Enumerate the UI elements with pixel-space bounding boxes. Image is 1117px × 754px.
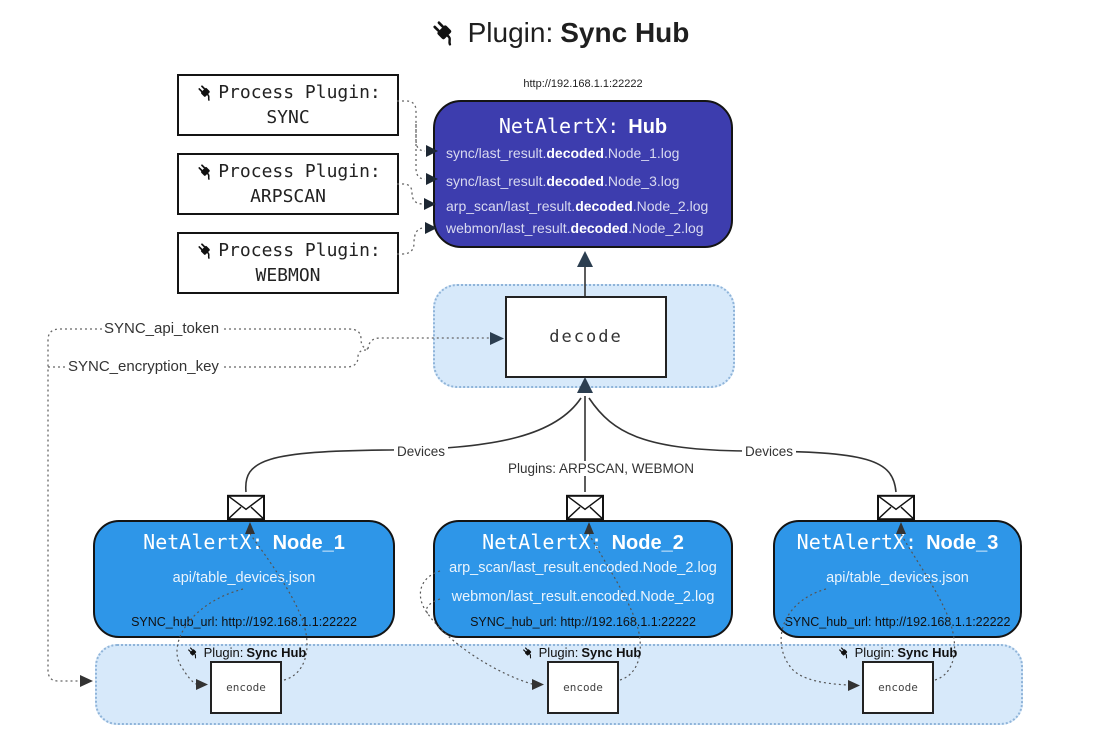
node-title: NetAlertX:Node_3: [796, 530, 999, 554]
hub-log-line: webmon/last_result.decoded.Node_2.log: [446, 220, 704, 236]
hub-title-name: Hub: [628, 116, 668, 138]
node-file: webmon/last_result.encoded.Node_2.log: [451, 589, 715, 605]
encode-step-box: encode: [210, 661, 282, 714]
process-plugin-label: Process Plugin:: [218, 239, 381, 261]
node-file: api/table_devices.json: [826, 570, 969, 586]
envelope-icon: [877, 494, 915, 521]
encode-plugin-label: Plugin:Sync Hub: [186, 645, 306, 660]
node-box-node-3: NetAlertX:Node_3 api/table_devices.json …: [773, 520, 1022, 638]
node-hub-url-label: SYNC_hub_url: http://192.168.1.1:22222: [131, 615, 357, 629]
envelope-icon: [227, 494, 265, 521]
hub-log-line: sync/last_result.decoded.Node_1.log: [446, 145, 680, 161]
encode-plugin-label: Plugin:Sync Hub: [837, 645, 957, 660]
node-title: NetAlertX:Node_1: [143, 530, 345, 554]
sync-encryption-key-label: SYNC_encryption_key: [66, 358, 221, 375]
plug-icon: [428, 16, 461, 49]
plug-icon: [521, 645, 536, 660]
process-plugin-name: WEBMON: [255, 265, 321, 286]
encode-step-box: encode: [547, 661, 619, 714]
plug-icon: [186, 645, 201, 660]
node-hub-url-label: SYNC_hub_url: http://192.168.1.1:22222: [784, 615, 1011, 629]
process-plugin-label: Process Plugin:: [218, 160, 381, 182]
process-plugin-name: ARPSCAN: [250, 186, 326, 207]
process-plugin-label: Process Plugin:: [218, 81, 381, 103]
node-box-node-2: NetAlertX:Node_2 arp_scan/last_result.en…: [433, 520, 733, 638]
decode-step-box: decode: [505, 296, 667, 378]
node-box-node-1: NetAlertX:Node_1 api/table_devices.json …: [93, 520, 395, 638]
envelope-icon: [566, 494, 604, 521]
process-plugin-box-webmon: Process Plugin: WEBMON: [177, 232, 399, 294]
page-title-name: Sync Hub: [560, 16, 690, 48]
process-plugin-name: SYNC: [266, 107, 310, 128]
encode-plugin-label: Plugin:Sync Hub: [521, 645, 641, 660]
node-file: arp_scan/last_result.encoded.Node_2.log: [449, 560, 717, 576]
page-title: Plugin: Sync Hub: [0, 16, 1117, 49]
node-hub-url-label: SYNC_hub_url: http://192.168.1.1:22222: [470, 615, 696, 629]
hub-box: NetAlertX: Hub sync/last_result.decoded.N…: [433, 100, 733, 248]
node-file: api/table_devices.json: [172, 570, 316, 586]
hub-log-line: arp_scan/last_result.decoded.Node_2.log: [446, 198, 709, 214]
hub-title: NetAlertX: Hub: [435, 114, 731, 139]
hub-log-line: sync/last_result.decoded.Node_3.log: [446, 173, 680, 189]
hub-title-prefix: NetAlertX:: [498, 114, 620, 138]
node-title: NetAlertX:Node_2: [482, 530, 684, 554]
encode-step-box: encode: [862, 661, 934, 714]
plug-icon: [837, 645, 852, 660]
process-plugin-box-arpscan: Process Plugin: ARPSCAN: [177, 153, 399, 215]
devices-label-left: Devices: [394, 444, 449, 459]
plug-icon: [195, 82, 216, 103]
process-plugin-box-sync: Process Plugin: SYNC: [177, 74, 399, 136]
plugins-label-middle: Plugins: ARPSCAN, WEBMON: [505, 461, 698, 476]
page-title-label: Plugin:: [467, 16, 554, 48]
devices-label-right: Devices: [742, 444, 797, 459]
sync-api-token-label: SYNC_api_token: [102, 320, 222, 337]
plug-icon: [195, 240, 216, 261]
hub-url-label: http://192.168.1.1:22222: [523, 78, 643, 90]
plug-icon: [195, 161, 216, 182]
